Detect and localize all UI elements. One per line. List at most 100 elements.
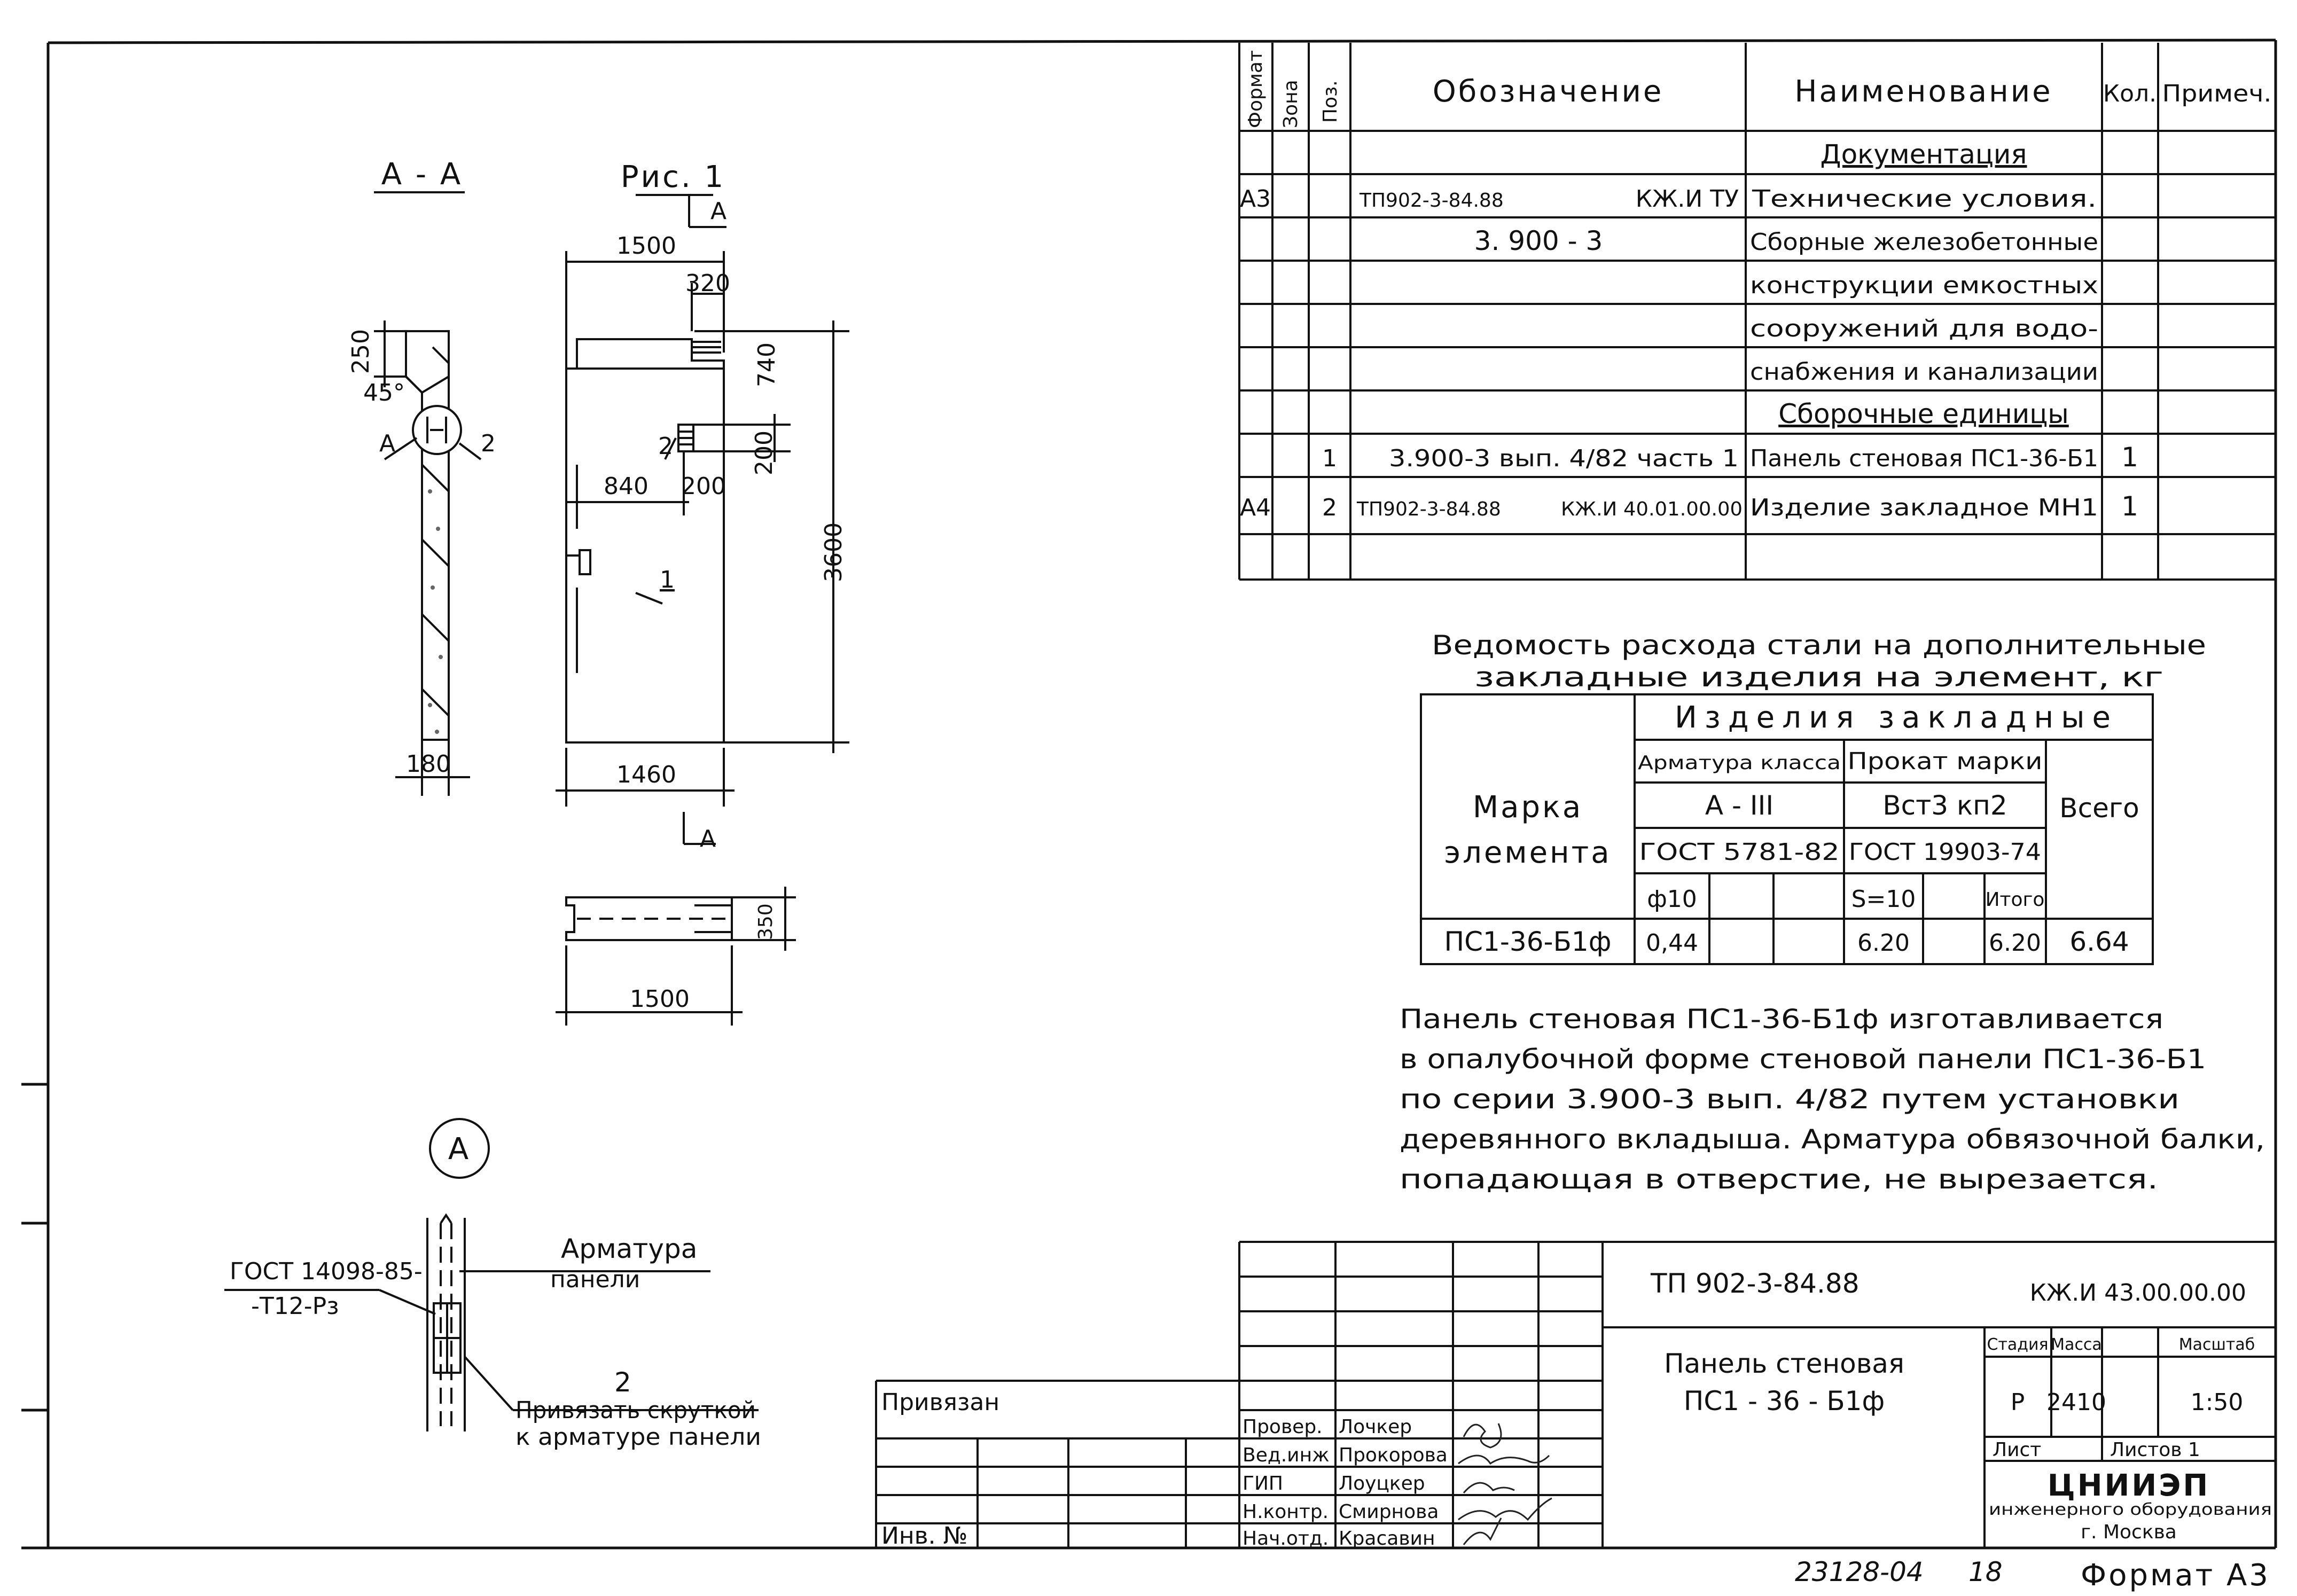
spec-row-designation-right: КЖ.И ТУ — [1636, 185, 1739, 213]
plan-view: 350 1500 — [556, 887, 796, 1026]
signer-role: Вед.инж — [1243, 1444, 1330, 1466]
detail-circle-label: А — [448, 1132, 471, 1167]
detail-a: А ГОСТ 14098-85- -Т12-Рз Арматура панели… — [224, 1118, 761, 1451]
elevation-fig1: Рис. 1 — [556, 160, 849, 852]
spec-row-name: снабжения и канализации — [1750, 358, 2098, 386]
spec-row-name: сооружений для водо- — [1750, 315, 2098, 342]
steel-col-mark-2: элемента — [1444, 835, 1611, 870]
steel-row-itogo: 6.20 — [1989, 929, 2041, 957]
dim-hole-w: 200 — [681, 473, 726, 500]
signer-name: Красавин — [1339, 1528, 1435, 1550]
callout-section-a: А — [379, 430, 395, 457]
tb-name: Панель стеновая — [1664, 1348, 1904, 1379]
steel-rebar-dia: ф10 — [1647, 886, 1697, 913]
spec-row-designation: 3.900-3 вып. 4/82 часть 1 — [1389, 445, 1739, 472]
tb-name-2: ПС1 - 36 - Б1ф — [1684, 1386, 1885, 1417]
spec-row-designation: ТП902-3-84.88 — [1356, 498, 1501, 520]
note-line: Панель стеновая ПС1-36-Б1ф изготавливает… — [1400, 1004, 2163, 1035]
spec-row-designation: ТП902-3-84.88 — [1359, 190, 1504, 212]
steel-profile-gost: ГОСТ 19903-74 — [1849, 839, 2041, 866]
section-a-a: А - А 250 45° — [347, 157, 496, 796]
signer-name: Лоуцкер — [1339, 1473, 1425, 1495]
steel-row-s10: 6.20 — [1857, 929, 1910, 957]
tb-stage-label: Стадия — [1987, 1335, 2048, 1354]
spec-row-designation-right: КЖ.И 40.01.00.00 — [1561, 498, 1743, 520]
spec-row-format: А3 — [1240, 185, 1271, 213]
signer-name: Лочкер — [1339, 1416, 1412, 1438]
section-label: А - А — [381, 157, 463, 192]
spec-row-qty: 1 — [2121, 442, 2138, 473]
steel-profile-itogo: Итого — [1986, 889, 2045, 911]
tb-inv: Инв. № — [881, 1522, 967, 1550]
callout-pos1: 1 — [660, 566, 675, 593]
spec-header-name: Наименование — [1794, 74, 2052, 109]
tb-org-3: г. Москва — [2081, 1521, 2177, 1543]
cut-mark-bottom: А — [700, 825, 716, 852]
signature-scribbles — [1458, 1423, 1552, 1545]
detail-rebar: Арматура — [561, 1233, 697, 1264]
dim-section-thickness: 180 — [406, 750, 451, 778]
title-block: ТП 902-3-84.88 КЖ.И 43.00.00.00 Панель с… — [875, 1241, 2276, 1550]
signer-role: Провер. — [1243, 1416, 1323, 1438]
steel-col-group: Изделия закладные — [1675, 700, 2113, 735]
steel-row-mark: ПС1-36-Б1ф — [1444, 926, 1612, 957]
spec-header-note: Примеч. — [2162, 80, 2272, 107]
footer-format: Формат А3 — [2081, 1558, 2270, 1593]
signer-role: Н.контр. — [1243, 1501, 1329, 1523]
dim-top-width: 1500 — [616, 232, 676, 260]
tb-scale: 1:50 — [2191, 1389, 2244, 1416]
spec-table: Формат Зона Поз. Обозначение Наименовани… — [1238, 43, 2276, 581]
spec-row-name: Технические условия. — [1752, 185, 2097, 213]
note-line: деревянного вкладыша. Арматура обвязочно… — [1400, 1124, 2265, 1155]
detail-gost: ГОСТ 14098-85- — [230, 1258, 423, 1285]
spec-row-designation: 3. 900 - 3 — [1474, 225, 1603, 256]
signer-name: Прокорова — [1339, 1444, 1448, 1466]
spec-header-pos: Поз. — [1319, 80, 1341, 123]
spec-row-pos: 1 — [1322, 445, 1337, 472]
spec-header-format: Формат — [1245, 50, 1267, 128]
detail-pos: 2 — [614, 1367, 631, 1398]
spec-row-name: Сборочные единицы — [1778, 398, 2069, 429]
steel-table: Ведомость расхода стали на дополнительны… — [1420, 630, 2206, 965]
steel-profile-grade: Вст3 кп2 — [1882, 790, 2007, 821]
detail-tie: Привязать скруткой — [515, 1397, 756, 1424]
tb-stage: Р — [2011, 1389, 2025, 1416]
signer-role: ГИП — [1243, 1473, 1283, 1495]
dim-notch-depth: 740 — [753, 342, 780, 387]
spec-header-qty: Кол. — [2103, 80, 2157, 107]
dim-total-height: 3600 — [820, 522, 847, 582]
cut-mark-top: А — [710, 198, 726, 225]
signer-name: Смирнова — [1339, 1501, 1439, 1523]
sheet-frame — [21, 38, 2277, 1550]
callout-section-2: 2 — [481, 430, 496, 457]
tb-bound: Привязан — [881, 1389, 999, 1416]
steel-profile-label: Прокат марки — [1848, 748, 2043, 775]
steel-table-title: Ведомость расхода стали на дополнительны… — [1432, 630, 2206, 661]
dim-bottom-width: 1460 — [616, 761, 676, 788]
notes: Панель стеновая ПС1-36-Б1ф изготавливает… — [1400, 1004, 2265, 1195]
dim-plan-width: 1500 — [630, 985, 690, 1013]
tb-sheets-label: Листов 1 — [2110, 1439, 2200, 1461]
spec-row-pos: 2 — [1322, 494, 1337, 521]
steel-rebar-gost: ГОСТ 5781-82 — [1639, 839, 1840, 866]
tb-scale-label: Масштаб — [2179, 1335, 2255, 1354]
steel-col-mark: Марка — [1473, 790, 1583, 825]
detail-gost-2: -Т12-Рз — [251, 1293, 339, 1320]
dim-plan-thickness: 350 — [755, 903, 777, 940]
steel-total-label: Всего — [2059, 793, 2139, 824]
tb-org-2: инженерного оборудования — [1989, 1500, 2272, 1519]
footer: 23128-04 18 Формат А3 — [1795, 1556, 2270, 1593]
steel-table-subtitle: закладные изделия на элемент, кг — [1474, 662, 2163, 693]
callout-pos2: 2 — [658, 433, 673, 460]
tb-mass-label: Масса — [2051, 1335, 2102, 1354]
dim-hole-h: 200 — [751, 431, 778, 475]
spec-row-format: А4 — [1240, 494, 1271, 521]
figure-label: Рис. 1 — [621, 160, 725, 194]
footer-archive: 23128-04 — [1795, 1556, 1924, 1587]
dim-hole-offset: 840 — [604, 473, 649, 500]
tb-org: ЦНИИЭП — [2048, 1468, 2210, 1503]
tb-project: ТП 902-3-84.88 — [1650, 1268, 1860, 1299]
note-line: по серии 3.900-3 вып. 4/82 путем установ… — [1400, 1084, 2179, 1115]
spec-header-zone: Зона — [1280, 80, 1302, 128]
